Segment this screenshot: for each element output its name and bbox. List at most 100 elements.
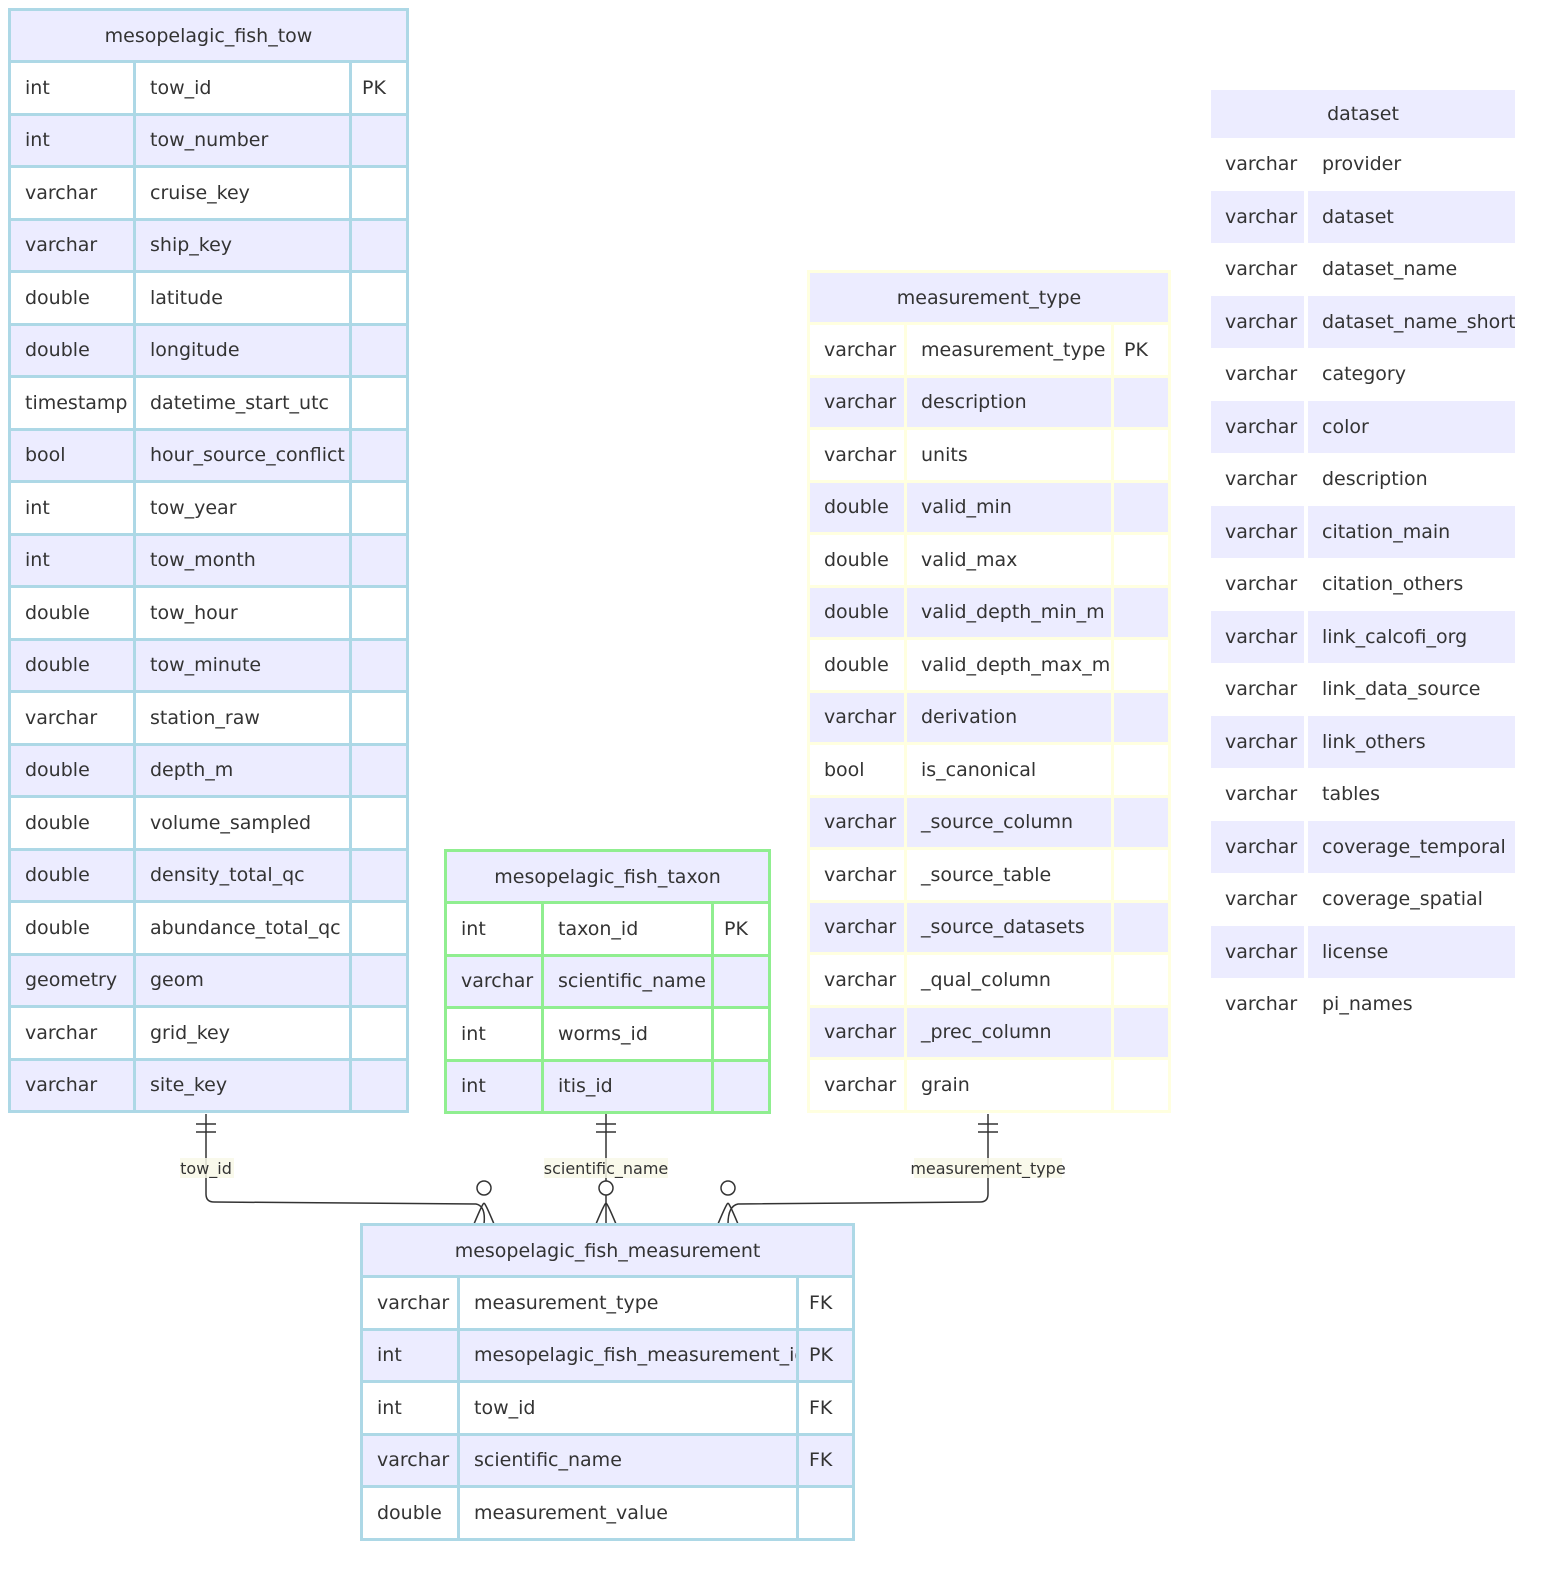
attribute-row: varchar_source_column xyxy=(807,794,1171,850)
attribute-key xyxy=(349,742,409,798)
attribute-name: citation_others xyxy=(1308,558,1515,611)
attribute-name: grain xyxy=(904,1057,1114,1113)
attribute-type: varchar xyxy=(807,689,907,745)
attribute-type: int xyxy=(360,1380,460,1436)
attribute-name: scientific_name xyxy=(541,953,714,1009)
attribute-type: double xyxy=(8,637,136,693)
attribute-name: itis_id xyxy=(541,1058,714,1114)
attribute-key xyxy=(1111,532,1171,588)
attribute-name: measurement_type xyxy=(904,322,1114,378)
attribute-name: latitude xyxy=(133,270,352,326)
attribute-name: dataset_name xyxy=(1308,243,1515,296)
attribute-type: double xyxy=(8,585,136,641)
attribute-type: geometry xyxy=(8,952,136,1008)
entity-title: dataset xyxy=(1211,90,1515,138)
attribute-name: units xyxy=(904,427,1114,483)
attribute-key xyxy=(349,270,409,326)
attribute-name: volume_sampled xyxy=(133,795,352,851)
attribute-type: double xyxy=(8,795,136,851)
attribute-name: datetime_start_utc xyxy=(133,375,352,431)
attribute-name: link_others xyxy=(1308,715,1515,768)
attribute-type: varchar xyxy=(1211,873,1304,926)
attribute-type: double xyxy=(8,847,136,903)
attribute-name: _source_table xyxy=(904,847,1114,903)
attribute-type: int xyxy=(444,1006,544,1062)
attribute-type: int xyxy=(8,532,136,588)
attribute-key xyxy=(349,637,409,693)
attribute-name: tow_id xyxy=(133,60,352,116)
attribute-type: int xyxy=(8,480,136,536)
attribute-type: double xyxy=(807,532,907,588)
attribute-name: taxon_id xyxy=(541,901,714,957)
attribute-type: double xyxy=(8,322,136,378)
attribute-name: longitude xyxy=(133,322,352,378)
attribute-key xyxy=(349,847,409,903)
attribute-type: bool xyxy=(8,427,136,483)
attribute-type: varchar xyxy=(807,1057,907,1113)
attribute-key xyxy=(1111,899,1171,955)
attribute-type: varchar xyxy=(1211,453,1304,506)
attribute-type: varchar xyxy=(1211,820,1304,873)
attribute-type: int xyxy=(8,112,136,168)
attribute-name: license xyxy=(1308,925,1515,978)
attribute-key xyxy=(1111,952,1171,1008)
attribute-type: int xyxy=(444,1058,544,1114)
attribute-key xyxy=(349,900,409,956)
attribute-key xyxy=(1111,847,1171,903)
attribute-type: varchar xyxy=(807,794,907,850)
attribute-name: valid_depth_max_m xyxy=(904,637,1114,693)
attribute-type: varchar xyxy=(8,690,136,746)
attribute-type: varchar xyxy=(360,1275,460,1331)
attribute-name: cruise_key xyxy=(133,165,352,221)
attribute-type: varchar xyxy=(807,899,907,955)
attribute-name: ship_key xyxy=(133,217,352,273)
relationship-label-measurement-type: measurement_type xyxy=(910,1159,1065,1179)
attribute-type: double xyxy=(8,742,136,798)
attribute-row: varchar_prec_column xyxy=(807,1004,1171,1060)
attribute-type: varchar xyxy=(807,374,907,430)
entity-title: mesopelagic_fish_taxon xyxy=(443,849,772,904)
entity-title: mesopelagic_fish_tow xyxy=(8,8,409,63)
attribute-name: scientific_name xyxy=(457,1432,799,1488)
attribute-key xyxy=(349,1005,409,1061)
attribute-name: color xyxy=(1308,400,1515,453)
attribute-key xyxy=(1111,794,1171,850)
attribute-type: varchar xyxy=(1211,348,1304,401)
attribute-type: varchar xyxy=(807,847,907,903)
attribute-name: _source_column xyxy=(904,794,1114,850)
attribute-key xyxy=(1111,742,1171,798)
